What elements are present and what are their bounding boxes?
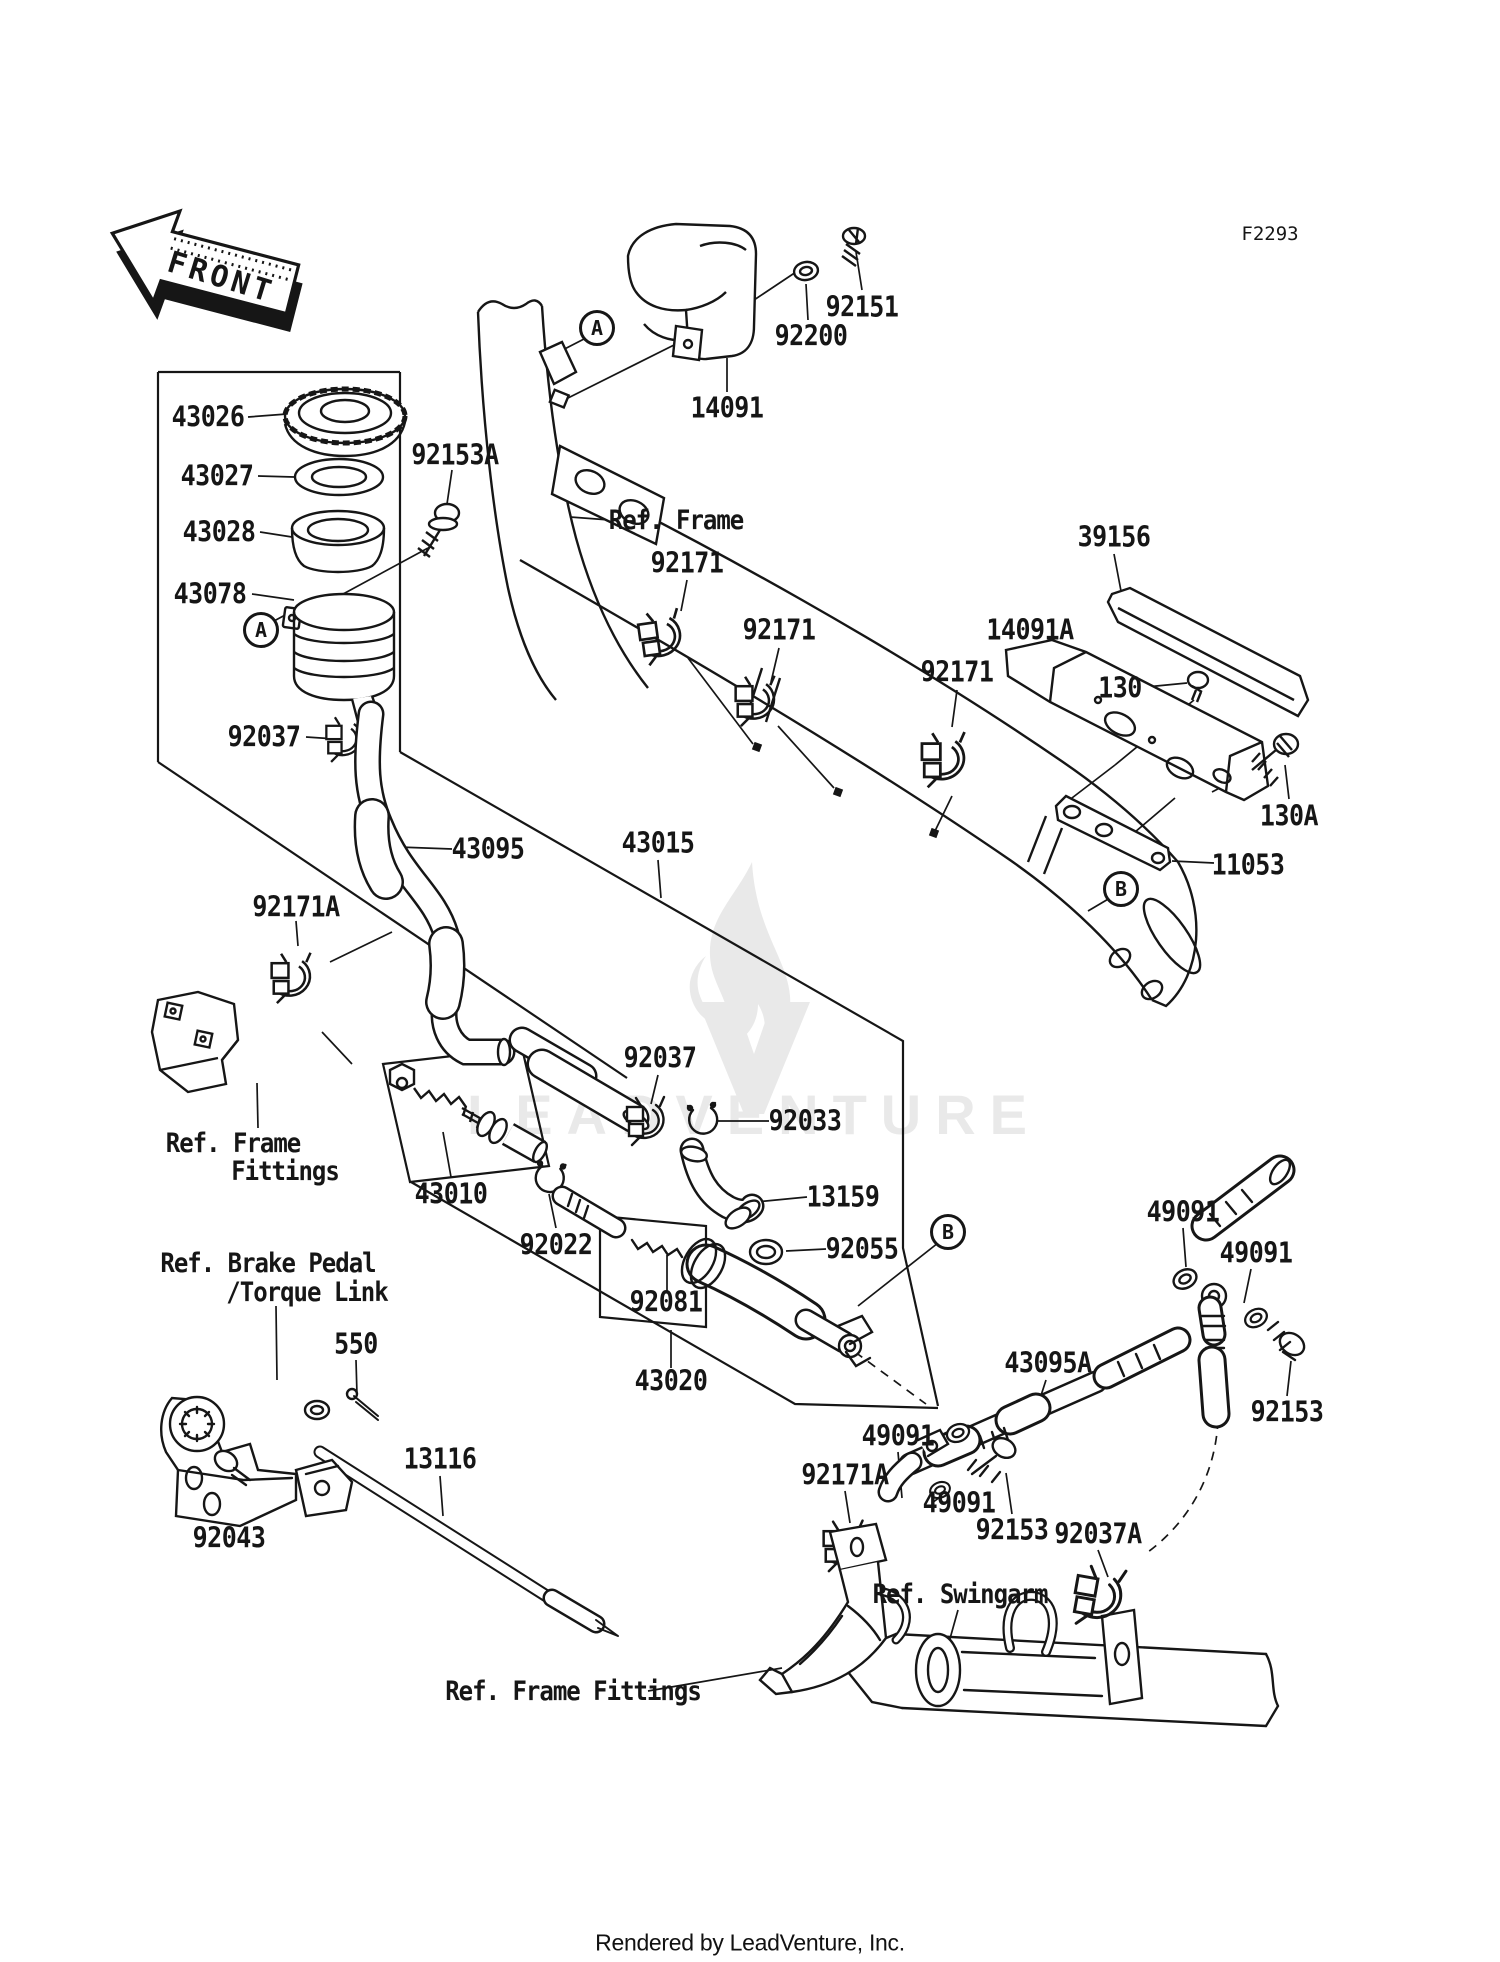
- ref-label-frame-fittings-bottom: Ref. Frame Fittings: [445, 1675, 702, 1707]
- part-label-14091[interactable]: 14091: [690, 391, 764, 425]
- part-label-43015[interactable]: 43015: [621, 826, 695, 860]
- part-label-14091A[interactable]: 14091A: [986, 613, 1074, 647]
- part-label-130[interactable]: 130: [1098, 671, 1142, 705]
- part-label-92037-2[interactable]: 92037: [623, 1041, 697, 1075]
- rod-assembly-artwork: [388, 1062, 548, 1164]
- part-label-13159[interactable]: 13159: [806, 1180, 880, 1214]
- part-label-92171-1[interactable]: 92171: [650, 546, 724, 580]
- part-label-92153-1[interactable]: 92153: [1250, 1395, 1324, 1429]
- watermark-text: LEADVENTURE: [467, 1083, 1041, 1146]
- shield-artwork: [626, 222, 867, 362]
- part-label-92153-2[interactable]: 92153: [975, 1513, 1049, 1547]
- part-label-43020[interactable]: 43020: [634, 1364, 708, 1398]
- part-label-92153A[interactable]: 92153A: [411, 438, 499, 472]
- ref-label-frame-fittings-line2: Fittings: [231, 1155, 340, 1187]
- leadventure-watermark: LEADVENTURE: [467, 862, 1041, 1146]
- part-label-11053[interactable]: 11053: [1211, 848, 1285, 882]
- footer-credit: Rendered by LeadVenture, Inc.: [595, 1929, 905, 1956]
- part-label-92022[interactable]: 92022: [519, 1228, 593, 1262]
- part-label-43027[interactable]: 43027: [180, 459, 254, 493]
- part-label-43028[interactable]: 43028: [182, 515, 256, 549]
- section-marker-b-frame: B: [1103, 871, 1139, 907]
- part-label-92081[interactable]: 92081: [629, 1285, 703, 1319]
- marker-letter: A: [254, 618, 268, 642]
- part-label-43095A[interactable]: 43095A: [1004, 1346, 1092, 1380]
- part-label-92033[interactable]: 92033: [768, 1104, 842, 1138]
- part-label-92055[interactable]: 92055: [825, 1232, 899, 1266]
- part-label-92171A-2[interactable]: 92171A: [801, 1458, 889, 1492]
- frame-artwork: [476, 299, 1202, 1008]
- part-label-550[interactable]: 550: [334, 1327, 378, 1361]
- master-cylinder-artwork: [530, 1095, 874, 1368]
- part-label-43078[interactable]: 43078: [173, 577, 247, 611]
- part-label-92151[interactable]: 92151: [825, 290, 899, 324]
- brake-hose-artwork: [877, 1154, 1306, 1503]
- part-label-49091-3[interactable]: 49091: [861, 1419, 935, 1453]
- part-label-92200[interactable]: 92200: [774, 319, 848, 353]
- bracket-artwork: [1004, 586, 1310, 872]
- ref-label-frame-fittings-line1: Ref. Frame: [165, 1127, 301, 1159]
- part-label-49091-4[interactable]: 49091: [922, 1486, 996, 1520]
- marker-letter: B: [1114, 877, 1128, 901]
- part-label-92043[interactable]: 92043: [192, 1521, 266, 1555]
- hose-artwork: [353, 700, 650, 1134]
- section-marker-b-cylinder: B: [930, 1214, 966, 1250]
- section-marker-a-reservoir: A: [243, 612, 279, 648]
- figure-code: F2293: [1241, 223, 1299, 245]
- section-marker-a-frame: A: [579, 310, 615, 346]
- part-label-43026[interactable]: 43026: [171, 400, 245, 434]
- ref-label-frame: Ref. Frame: [608, 504, 744, 536]
- part-label-92037-1[interactable]: 92037: [227, 720, 301, 754]
- part-label-43095[interactable]: 43095: [451, 832, 525, 866]
- ref-label-brake-pedal-line2: /Torque Link: [226, 1276, 388, 1308]
- part-label-43010[interactable]: 43010: [414, 1177, 488, 1211]
- part-label-39156[interactable]: 39156: [1077, 520, 1151, 554]
- marker-letter: B: [941, 1220, 955, 1244]
- part-label-49091-2[interactable]: 49091: [1219, 1236, 1293, 1270]
- part-label-92037A[interactable]: 92037A: [1054, 1517, 1142, 1551]
- marker-letter: A: [590, 316, 604, 340]
- swingarm-artwork: [758, 1519, 1280, 1728]
- left-fitting-artwork: [150, 951, 312, 1094]
- ref-label-swingarm: Ref. Swingarm: [872, 1578, 1049, 1610]
- front-direction-arrow: FRONT: [109, 208, 303, 333]
- ref-label-brake-pedal-line1: Ref. Brake Pedal: [160, 1247, 376, 1279]
- part-label-92171-3[interactable]: 92171: [920, 655, 994, 689]
- part-label-13116[interactable]: 13116: [403, 1442, 477, 1476]
- part-label-49091-1[interactable]: 49091: [1146, 1195, 1220, 1229]
- part-label-130A[interactable]: 130A: [1259, 799, 1319, 833]
- part-label-92171A-1[interactable]: 92171A: [252, 890, 340, 924]
- pedal-artwork: [160, 1387, 619, 1637]
- part-label-92171-2[interactable]: 92171: [742, 613, 816, 647]
